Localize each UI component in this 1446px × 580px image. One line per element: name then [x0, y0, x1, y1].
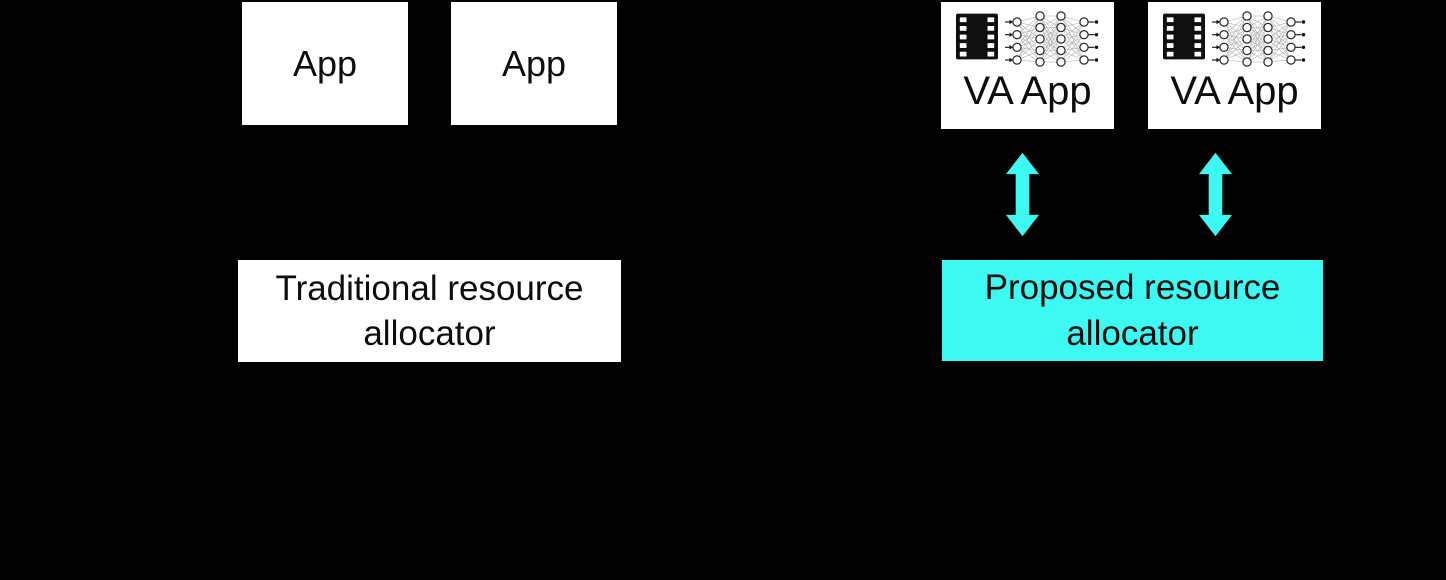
- va-app-label: VA App: [963, 69, 1092, 113]
- neural-network-icon: [1004, 11, 1098, 67]
- app-box-label: App: [501, 42, 567, 84]
- va-app-box: VA App: [1148, 2, 1321, 129]
- neural-network-icon: [1211, 11, 1305, 67]
- app-box: App: [451, 2, 617, 125]
- app-box: App: [242, 2, 408, 125]
- va-app-box: VA App: [941, 2, 1114, 129]
- va-app-icons: [1148, 9, 1321, 67]
- film-strip-icon: [955, 13, 998, 60]
- app-box-label: App: [292, 42, 358, 84]
- va-app-icons: [941, 9, 1114, 67]
- proposed-allocator-box: Proposed resource allocator: [942, 260, 1323, 361]
- film-strip-icon: [1162, 13, 1205, 60]
- traditional-allocator-box: Traditional resource allocator: [238, 260, 621, 362]
- traditional-allocator-label: Traditional resource allocator: [275, 268, 584, 354]
- double-headed-arrow-icon: [1005, 152, 1040, 237]
- proposed-allocator-label: Proposed resource allocator: [984, 268, 1281, 353]
- double-headed-arrow-icon: [1198, 152, 1233, 237]
- va-app-label: VA App: [1170, 69, 1299, 113]
